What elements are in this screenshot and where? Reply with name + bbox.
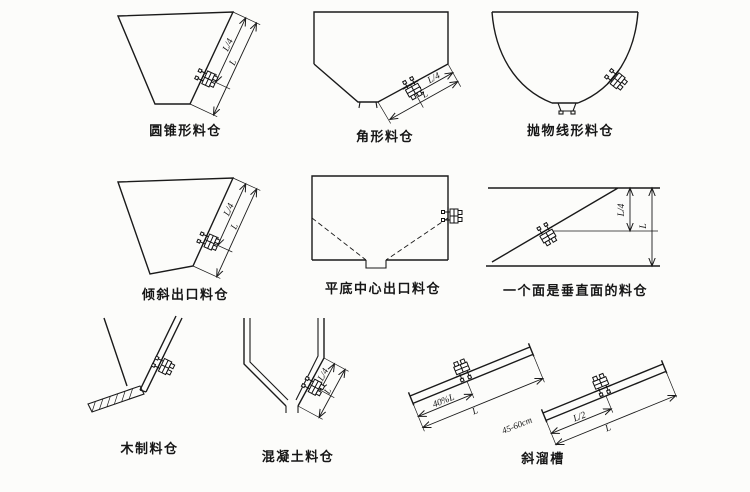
dimension-label: L/4 [221,37,236,54]
wooden-hopper-drawing [87,315,183,413]
figure-parabolic-hopper: 抛物线形料仓 [478,6,663,139]
vibrator-icon [196,231,221,251]
hopper-outline [491,11,639,104]
dimension-label: L/4 [617,203,627,217]
figure-inclined-chute: 40%L L L/2 L 45-60cm [398,318,688,467]
figure-caption: 斜溜槽 [521,451,565,466]
flat-bottom-bin-drawing [311,175,463,269]
hopper-outline [313,11,449,103]
vibrator-icon [603,67,629,91]
dimension-label: L [639,223,649,229]
figure-conical-hopper: L/4 L 圆锥形料仓 [98,6,273,139]
conical-hopper-drawing: L/4 L [116,11,261,118]
dimension-lines [548,188,658,266]
outlet-stub [285,406,299,413]
figure-vertical-face-bin: L/4 L 一个面是垂直面的料仓 [478,176,673,299]
hopper-walls [103,315,183,393]
figure-angular-hopper: L/4 L 角形料仓 [300,4,470,145]
inclined-chute-drawing: 40%L L L/2 L 45-60cm [407,343,688,446]
dimension-label: L [228,58,240,68]
dimension-label: L/4 [222,202,237,219]
dimension-label: L [470,406,480,418]
vibrator-icon [150,355,176,376]
figure-caption: 圆锥形料仓 [149,123,222,138]
figure-caption: 平底中心出口料仓 [324,281,441,296]
outlet-stub [557,102,577,112]
flow-lines [311,217,449,261]
dimension-label: L [603,423,613,435]
figure-caption: 角形料仓 [355,129,414,144]
vertical-face-bin-drawing: L/4 L [486,176,660,278]
dimension-label: 40%L [431,393,456,411]
outlet-stub [358,101,378,109]
figure-caption: 抛物线形料仓 [526,123,614,138]
figure-flat-bottom-bin: 平底中心出口料仓 [298,168,468,297]
length-note: 45-60cm [500,414,533,435]
dimension-label: L/2 [571,410,588,424]
dimension-label: L [229,222,241,232]
figure-caption: 倾斜出口料仓 [141,287,229,302]
hopper-outline [117,177,235,275]
dimension-label: L [420,89,430,101]
figure-caption: 一个面是垂直面的料仓 [502,283,648,298]
concrete-hopper-drawing: L/4 L [243,318,349,420]
outlet-knob [570,110,576,115]
hopper-outline [116,11,235,105]
vibrator-icon [300,375,326,397]
figure-concrete-hopper: L/4 L 混凝土料仓 [228,312,368,465]
wood-board [87,385,145,413]
vibrator-icon [194,68,219,88]
vibrator-icon [401,75,423,101]
wood-hatching [91,388,133,413]
vibrator-icon [453,358,473,383]
angular-hopper-drawing: L/4 L [313,11,462,124]
vibrator-icon [592,372,612,398]
outlet-stub [365,260,387,269]
right-chute: L/2 L 45-60cm [500,360,676,446]
figure-caption: 木制料仓 [120,441,179,456]
vibrator-icon [441,207,463,225]
inclined-outlet-hopper-drawing: L/4 L [117,177,261,279]
parabolic-hopper-drawing [491,11,639,115]
vibrator-icon [536,221,558,247]
dimension-label: L/4 [425,71,442,86]
dimension-label: L [322,387,334,397]
figure-wooden-hopper: 木制料仓 [82,312,217,457]
outlet-knob [558,110,564,115]
bin-outline [311,175,449,261]
figure-caption: 混凝土料仓 [261,449,335,464]
bin-outline [486,187,660,267]
figure-inclined-outlet-hopper: L/4 L 倾斜出口料仓 [98,170,273,303]
